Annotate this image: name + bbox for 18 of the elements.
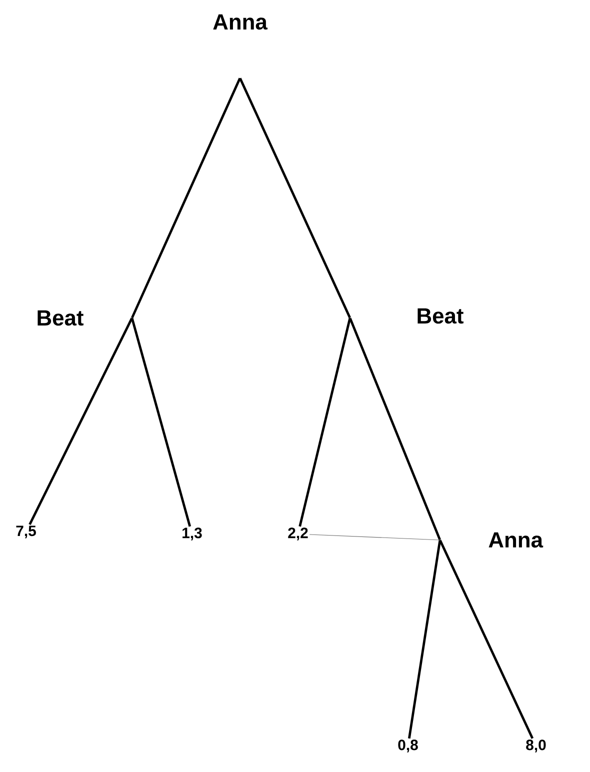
payoff-label: 8,0: [526, 740, 546, 752]
payoff-label: 7,5: [16, 526, 36, 538]
branch-line: [348, 318, 442, 540]
branch-line: [298, 318, 352, 527]
branch-line: [408, 540, 442, 739]
branch-line: [239, 78, 351, 318]
payoff-label: 1,3: [182, 528, 202, 540]
player-label: Anna: [488, 532, 544, 548]
branch-line: [130, 318, 192, 527]
player-label: Beat: [38, 310, 84, 326]
branch-line: [439, 540, 534, 739]
branch-line: [131, 78, 241, 318]
connector-line: [309, 534, 440, 540]
player-label: Beat: [418, 308, 464, 324]
branch-line: [28, 318, 133, 526]
payoff-label: 2,2: [288, 528, 308, 540]
player-label: Anna: [213, 14, 268, 30]
payoff-label: 0,8: [398, 740, 418, 752]
